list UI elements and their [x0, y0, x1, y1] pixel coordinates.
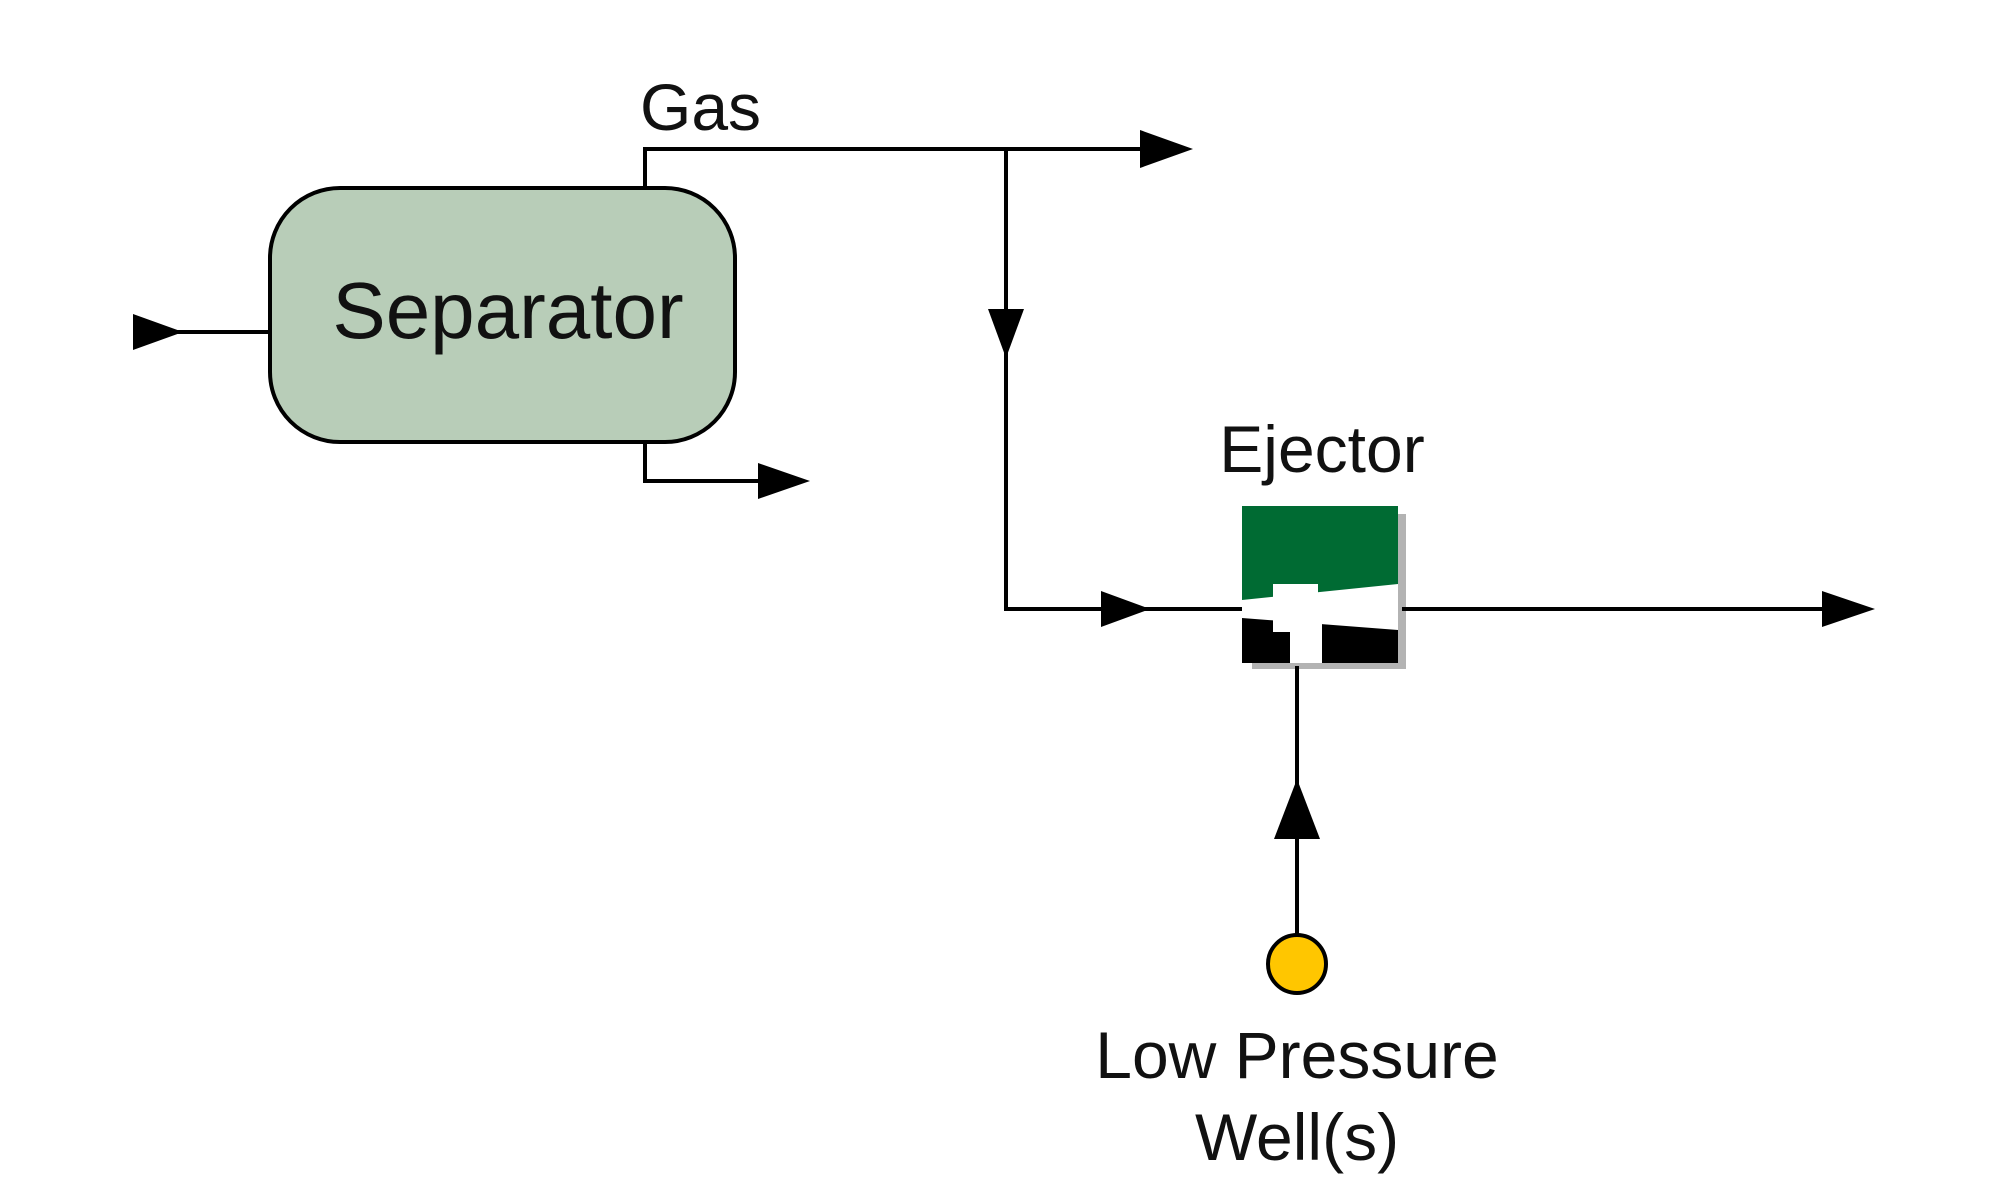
- gas-outlet-stream: Gas: [640, 70, 1193, 190]
- inlet-stream: [133, 314, 270, 350]
- ejector-label: Ejector: [1219, 412, 1424, 486]
- ejector-inlet-arrow: [1101, 591, 1150, 627]
- ejector-outlet-arrow: [1822, 591, 1875, 627]
- gas-label: Gas: [640, 70, 761, 144]
- liquid-outlet-arrow: [758, 463, 810, 499]
- separator-label: Separator: [332, 266, 683, 355]
- motive-gas-branch: [988, 149, 1242, 627]
- suction-up-arrow: [1274, 779, 1320, 839]
- branch-down-arrow: [988, 309, 1024, 358]
- liquid-outlet-stream: [643, 440, 810, 499]
- gas-outlet-arrow: [1140, 130, 1193, 168]
- low-pressure-label: Low Pressure: [1095, 1018, 1499, 1092]
- wells-label: Well(s): [1195, 1100, 1399, 1174]
- ejector-green-section: [1242, 506, 1398, 600]
- ejector-outlet-stream: [1402, 591, 1875, 627]
- inlet-arrow: [133, 314, 183, 350]
- low-pressure-well-stream: Low Pressure Well(s): [1095, 666, 1499, 1174]
- ejector-nozzle: [1242, 584, 1322, 663]
- separator-vessel: Separator: [268, 186, 737, 444]
- ejector-unit: Ejector: [1219, 412, 1425, 669]
- low-pressure-well-node: [1266, 933, 1328, 995]
- separator-body: [268, 186, 737, 444]
